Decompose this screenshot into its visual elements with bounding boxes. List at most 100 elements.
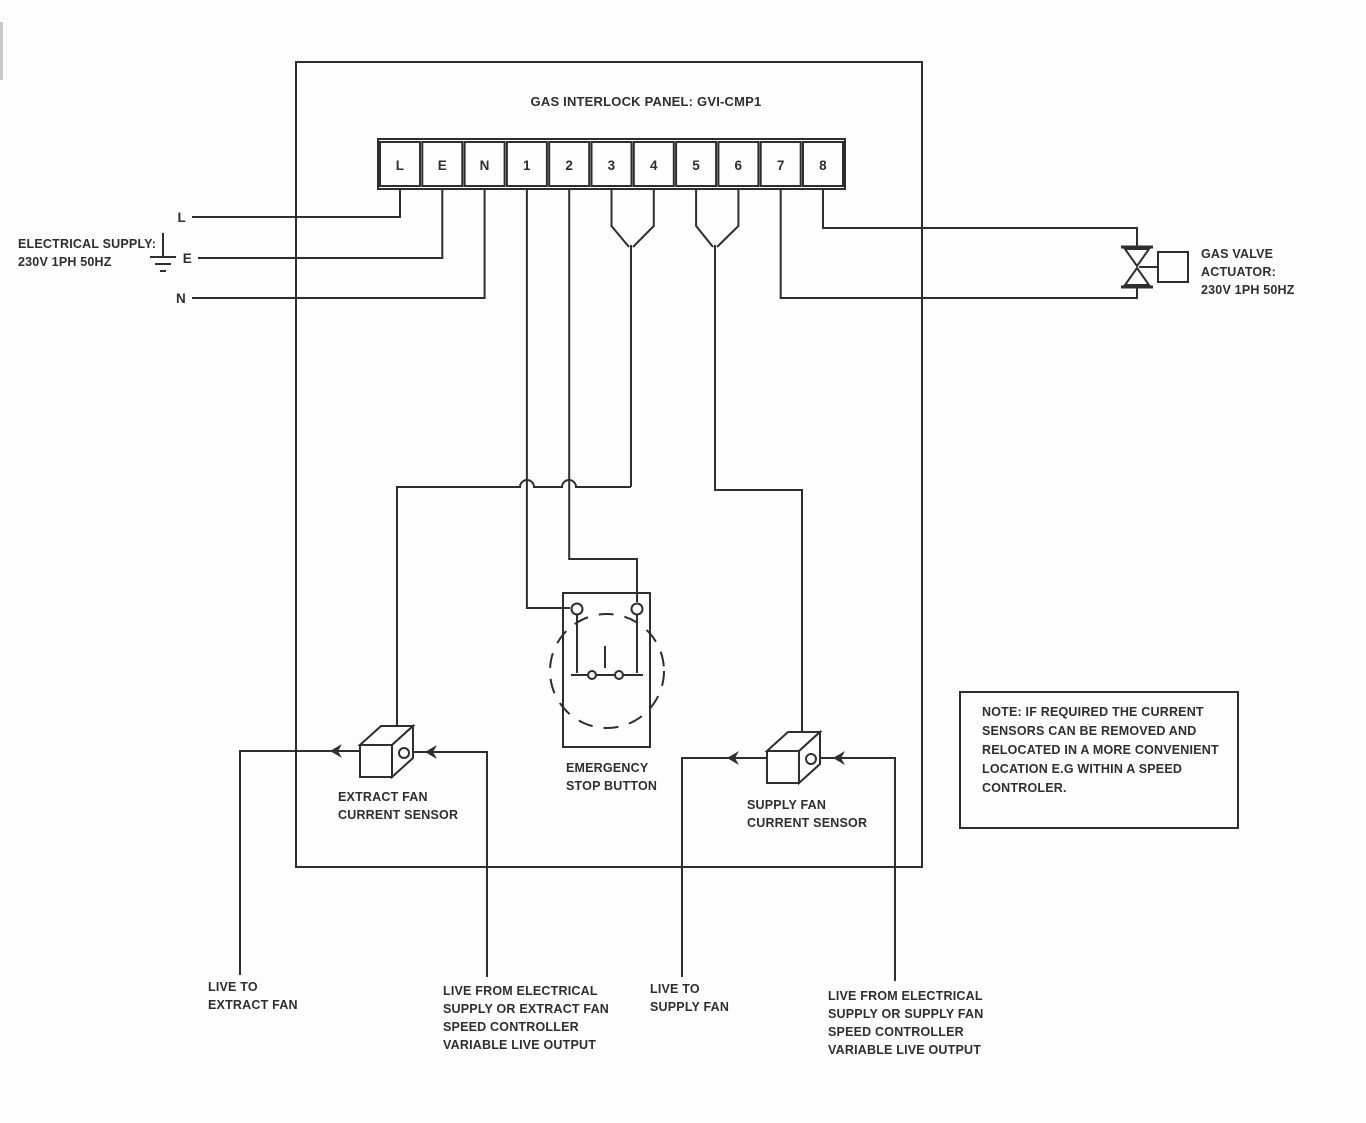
wire-extract-in: [409, 751, 488, 977]
sensor-front-face: [359, 744, 393, 778]
supply-wires: L E N ELECTRICAL SUPPLY: 230V 1PH 50HZ: [18, 189, 486, 306]
wire-56-drop: [714, 245, 803, 731]
live-to-supply-label: SUPPLY FAN: [650, 1000, 729, 1014]
wire-terminal4-leg: [632, 189, 655, 248]
wire-terminals56-to-supply-sensor: [695, 189, 803, 731]
actuator-box: [1157, 251, 1189, 283]
terminal-label: N: [480, 158, 490, 173]
terminal-5: [675, 141, 718, 187]
wire-terminal3-leg: [610, 189, 630, 248]
arrow-left-icon: [727, 751, 739, 765]
terminal-label: 2: [565, 158, 573, 173]
live-from-supply-label: LIVE FROM ELECTRICAL: [828, 989, 983, 1003]
live-to-extract-label: LIVE TO: [208, 980, 258, 994]
terminal-7: [759, 141, 802, 187]
gas-valve-label: ACTUATOR:: [1201, 265, 1276, 279]
estop-mushroom-dashed-circle: [549, 613, 665, 729]
sensor-eyelet: [398, 747, 410, 759]
wire-34-run-with-hops: [396, 479, 631, 727]
live-from-supply-label: SPEED CONTROLLER: [828, 1025, 964, 1039]
earth-letter: E: [183, 251, 192, 266]
terminal-label: 5: [692, 158, 700, 173]
terminal-label: 3: [608, 158, 616, 173]
terminal-label: 6: [735, 158, 743, 173]
extract-sensor-label: CURRENT SENSOR: [338, 808, 458, 822]
terminal-label: 1: [523, 158, 531, 173]
neutral-letter: N: [176, 291, 186, 306]
wire-earth: [198, 189, 444, 259]
emergency-stop-button: EMERGENCY STOP BUTTON: [549, 592, 665, 793]
wire-neutral: [192, 189, 486, 299]
gas-valve-actuator: GAS VALVE ACTUATOR: 230V 1PH 50HZ: [1121, 245, 1295, 297]
live-from-extract-label: SPEED CONTROLLER: [443, 1020, 579, 1034]
wire-supply-out: [681, 757, 767, 977]
panel-title: GAS INTERLOCK PANEL: GVI-CMP1: [531, 94, 762, 109]
terminal-label: 8: [819, 158, 827, 173]
estop-contact-left: [587, 670, 597, 680]
terminal-L: [379, 141, 421, 187]
extract-fan-current-sensor: EXTRACT FAN CURRENT SENSOR: [239, 723, 488, 977]
estop-terminal-left: [570, 602, 584, 616]
wire-terminal2-to-estop: [568, 189, 638, 602]
supply-fan-current-sensor: SUPPLY FAN CURRENT SENSOR: [681, 729, 896, 981]
note-line: NOTE: IF REQUIRED THE CURRENT: [982, 705, 1204, 719]
live-from-supply-label: SUPPLY OR SUPPLY FAN: [828, 1007, 983, 1021]
scan-artifact: [0, 22, 3, 80]
wire-terminal6-leg: [716, 189, 740, 248]
sensor-front-face: [766, 750, 800, 784]
terminal-1: [505, 141, 548, 187]
terminal-label: E: [438, 158, 447, 173]
estop-contact-right: [614, 670, 624, 680]
gas-valve-label: GAS VALVE: [1201, 247, 1273, 261]
terminal-label: 7: [777, 158, 785, 173]
estop-body: [562, 592, 651, 748]
live-from-extract-label: VARIABLE LIVE OUTPUT: [443, 1038, 596, 1052]
terminal-8: [802, 141, 844, 187]
estop-label: STOP BUTTON: [566, 779, 657, 793]
terminal-6: [717, 141, 760, 187]
live-to-extract-label: EXTRACT FAN: [208, 998, 298, 1012]
live-letter: L: [178, 210, 186, 225]
arrow-left-icon: [833, 751, 845, 765]
terminal-label: 4: [650, 158, 658, 173]
sensor-eyelet: [805, 753, 817, 765]
electrical-supply-label: ELECTRICAL SUPPLY:: [18, 237, 156, 251]
live-from-supply-label: VARIABLE LIVE OUTPUT: [828, 1043, 981, 1057]
panel-outline: [295, 61, 923, 868]
terminal-E: [421, 141, 464, 187]
terminal-4: [632, 141, 675, 187]
gas-valve-label: 230V 1PH 50HZ: [1201, 283, 1295, 297]
wire-terminal7-to-valve: [779, 189, 1138, 299]
live-to-supply-label: LIVE TO: [650, 982, 700, 996]
note-line: LOCATION E.G WITHIN A SPEED: [982, 762, 1182, 776]
terminal-block: L E N 1 2 3 4 5 6 7 8: [377, 138, 846, 190]
wire-terminal8-to-valve: [822, 189, 1138, 248]
estop-terminal-right: [630, 602, 644, 616]
wire-terminal1-to-estop: [525, 189, 570, 609]
arrow-left-icon: [425, 745, 437, 759]
supply-sensor-label: SUPPLY FAN: [747, 798, 826, 812]
arrow-left-icon: [330, 744, 342, 758]
wire-supply-in: [816, 757, 896, 981]
wire-extract-out: [239, 750, 360, 975]
terminal-N: [463, 141, 506, 187]
estop-label: EMERGENCY: [566, 761, 649, 775]
live-from-extract-label: SUPPLY OR EXTRACT FAN: [443, 1002, 609, 1016]
wire-live: [192, 189, 401, 218]
note-box-outline: [959, 691, 1239, 829]
supply-sensor-label: CURRENT SENSOR: [747, 816, 867, 830]
electrical-supply-label: 230V 1PH 50HZ: [18, 255, 112, 269]
note-line: SENSORS CAN BE REMOVED AND: [982, 724, 1196, 738]
earth-symbol-icon: [150, 233, 176, 272]
extract-sensor-label: EXTRACT FAN: [338, 790, 428, 804]
note-line: CONTROLER.: [982, 781, 1067, 795]
note-box: NOTE: IF REQUIRED THE CURRENT SENSORS CA…: [959, 691, 1239, 829]
wire-terminal5-leg: [695, 189, 714, 248]
terminal-2: [548, 141, 591, 187]
wire-terminals34-to-extract-sensor: [396, 189, 655, 727]
output-labels: LIVE TO EXTRACT FAN LIVE FROM ELECTRICAL…: [208, 980, 983, 1057]
terminal-3: [590, 141, 633, 187]
note-line: RELOCATED IN A MORE CONVENIENT: [982, 743, 1219, 757]
